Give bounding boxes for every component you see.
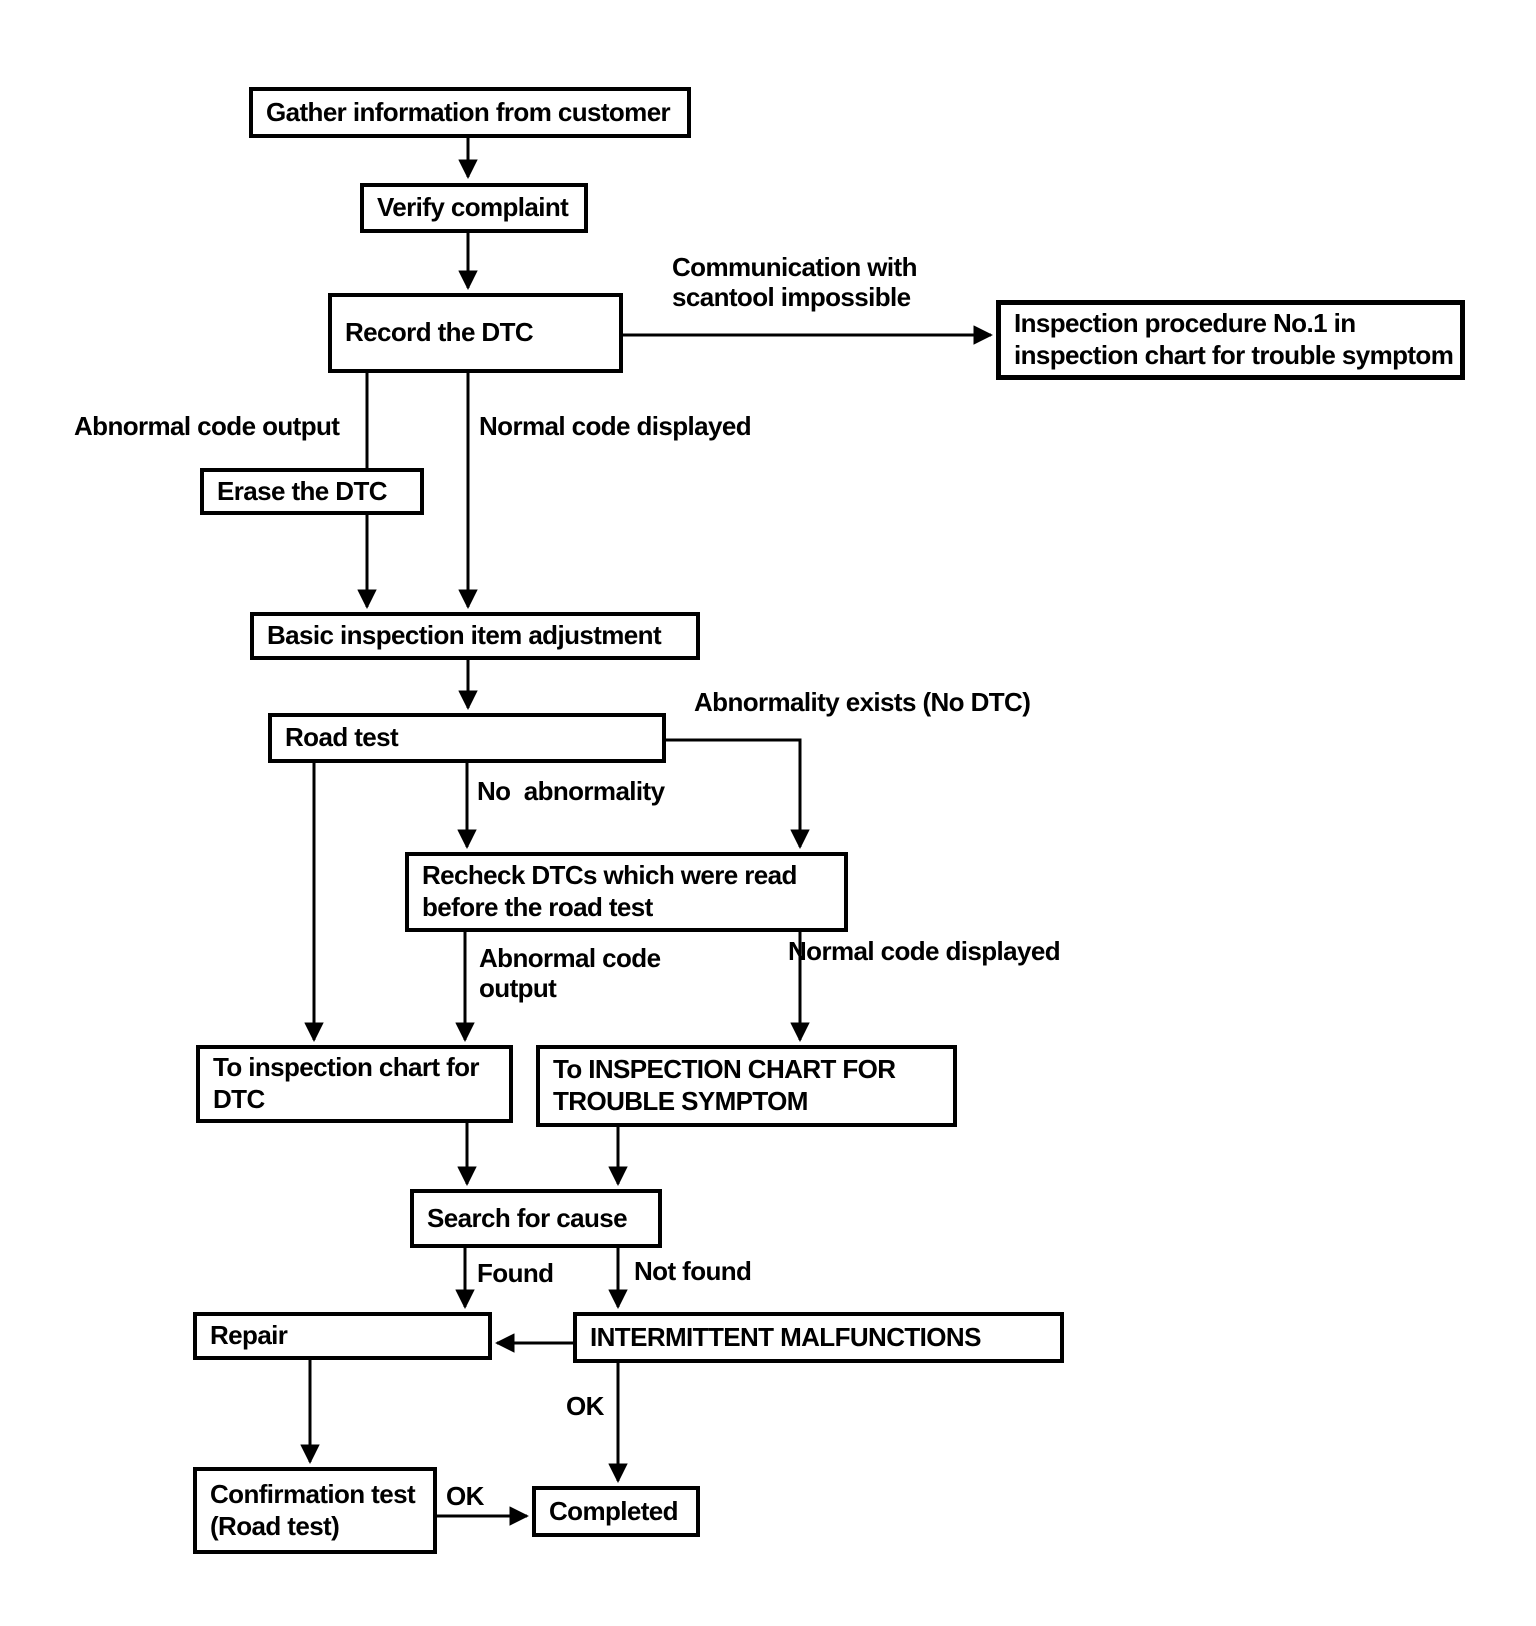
edge-label-abnormal-code-output: Abnormal code output: [74, 411, 340, 441]
node-verify-label: Verify complaint: [377, 192, 569, 223]
node-erase-dtc: Erase the DTC: [200, 468, 424, 515]
node-confirmation-test: Confirmation test (Road test): [193, 1467, 437, 1554]
node-gather-label: Gather information from customer: [266, 96, 671, 127]
edge-label-normal-code-displayed-mid: Normal code displayed: [788, 936, 1061, 966]
node-recheck-label: Recheck DTCs which were read before the …: [422, 860, 797, 922]
node-road-test: Road test: [268, 713, 666, 763]
node-inspection-label: Inspection procedure No.1 in inspection …: [1014, 308, 1454, 370]
node-completed: Completed: [532, 1486, 700, 1537]
node-to-inspection-chart-trouble-symptom: To INSPECTION CHART FOR TROUBLE SYMPTOM: [536, 1045, 957, 1127]
node-record-dtc: Record the DTC: [328, 293, 623, 373]
node-recheck-dtcs: Recheck DTCs which were read before the …: [405, 852, 848, 932]
node-record-label: Record the DTC: [345, 317, 534, 348]
node-confirmation-label: Confirmation test (Road test): [210, 1478, 416, 1541]
node-intermittent-malfunctions: INTERMITTENT MALFUNCTIONS: [573, 1312, 1064, 1363]
node-dtcchart-label: To inspection chart for DTC: [213, 1052, 480, 1114]
node-symptom-label: To INSPECTION CHART FOR TROUBLE SYMPTOM: [553, 1054, 896, 1116]
node-inspection-procedure-no1: Inspection procedure No.1 in inspection …: [996, 300, 1465, 380]
node-intermittent-label: INTERMITTENT MALFUNCTIONS: [590, 1321, 981, 1352]
edge-label-not-found: Not found: [634, 1256, 752, 1286]
connector-road-abnormality-exists: [666, 738, 810, 849]
node-basic-inspection: Basic inspection item adjustment: [250, 612, 700, 660]
edge-label-ok-to-completed: OK: [566, 1391, 604, 1421]
edge-label-abnormal-code-output-mid: Abnormal code output: [479, 943, 661, 1003]
node-repair-label: Repair: [210, 1320, 288, 1351]
edge-label-communication-scantool-impossible: Communication with scantool impossible: [672, 252, 917, 312]
node-completed-label: Completed: [549, 1495, 679, 1526]
node-erase-label: Erase the DTC: [217, 475, 388, 506]
edge-label-ok-confirmation: OK: [446, 1481, 484, 1511]
node-repair: Repair: [193, 1312, 492, 1360]
node-gather-information: Gather information from customer: [249, 87, 691, 138]
edge-label-abnormality-exists-no-dtc: Abnormality exists (No DTC): [694, 687, 1031, 717]
edge-label-found: Found: [477, 1258, 554, 1288]
edge-label-no-abnormality: No abnormality: [477, 776, 665, 806]
node-road-label: Road test: [285, 722, 399, 753]
node-search-for-cause: Search for cause: [410, 1189, 662, 1248]
node-to-inspection-chart-dtc: To inspection chart for DTC: [196, 1045, 513, 1123]
node-basic-label: Basic inspection item adjustment: [267, 620, 662, 651]
node-search-label: Search for cause: [427, 1202, 628, 1233]
edge-label-normal-code-displayed: Normal code displayed: [479, 411, 752, 441]
node-verify-complaint: Verify complaint: [360, 183, 588, 233]
